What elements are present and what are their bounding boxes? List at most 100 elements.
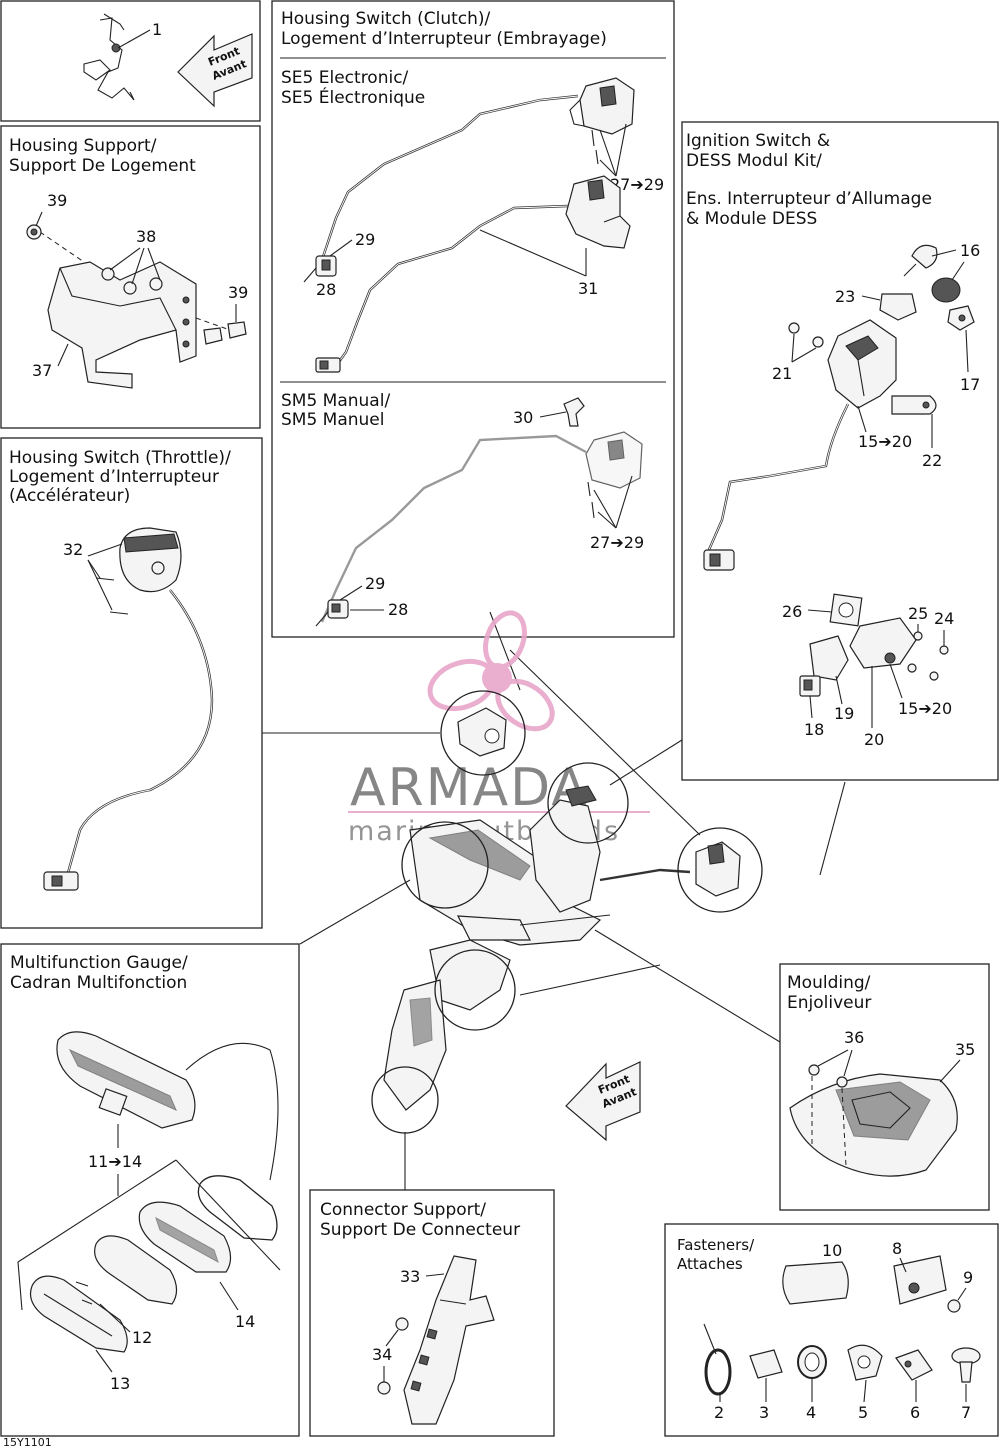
fasteners-title-2: Attaches — [677, 1255, 743, 1273]
ignition-title-1: Ignition Switch & — [686, 131, 830, 151]
frame-ignition — [681, 121, 999, 781]
throttle-title-1: Housing Switch (Throttle)/ — [9, 448, 231, 468]
leader-16a — [931, 249, 957, 257]
callout-25: 25 — [908, 604, 928, 623]
leader-gauge — [299, 879, 411, 945]
leader-8 — [899, 1257, 907, 1273]
leader-17 — [965, 329, 969, 373]
leader-36b — [843, 1049, 853, 1077]
callout-2: 2 — [714, 1403, 724, 1422]
part-22-tag — [891, 395, 937, 415]
leader-38a — [109, 247, 141, 271]
sm5-screws — [587, 481, 595, 519]
front-arrow-top: Front Avant — [177, 33, 253, 108]
leader-19 — [835, 675, 843, 705]
part-30-bracket — [563, 397, 585, 427]
dash-39-right — [195, 317, 231, 331]
leader-36a — [817, 1049, 849, 1067]
se5-title-1: SE5 Electronic/ — [281, 68, 409, 88]
leader-34a — [385, 1329, 399, 1347]
leader-37 — [57, 343, 69, 367]
part-33-connector-support — [403, 1255, 495, 1425]
callout-28-se5: 28 — [316, 280, 336, 299]
callout-circle-throttle — [440, 690, 526, 776]
frame-moulding — [779, 963, 990, 1211]
callout-21: 21 — [772, 364, 792, 383]
leader-ignition-right — [819, 781, 846, 876]
front-arrow-center: Front Avant — [565, 1061, 641, 1142]
dash-39-top — [39, 231, 85, 263]
callout-27-29-sm5: 27➔29 — [590, 533, 644, 552]
figure-code: 15Y1101 — [3, 1436, 52, 1449]
callout-29-sm5: 29 — [365, 574, 385, 593]
frame-gauge — [0, 943, 300, 1437]
throttle-cable — [64, 589, 214, 881]
leader-12 — [99, 1303, 131, 1333]
fasteners-title-1: Fasteners/ — [677, 1236, 755, 1254]
callout-7: 7 — [961, 1403, 971, 1422]
part-24-25-washers — [907, 631, 949, 681]
leader-gauge-loop — [185, 1042, 279, 1181]
leader-26 — [807, 609, 833, 613]
leader-32a — [87, 543, 123, 557]
leader-clutch — [509, 649, 701, 836]
leader-29-se5 — [329, 239, 353, 257]
part-11-14-gauge-assembly — [56, 1031, 196, 1129]
leader-27-29-sm5a — [593, 489, 617, 529]
part-19-18-dess-connectors — [799, 635, 849, 697]
callout-14: 14 — [235, 1312, 255, 1331]
callout-13: 13 — [110, 1374, 130, 1393]
leader-moulding — [594, 929, 781, 1043]
leader-21b — [791, 347, 817, 363]
leader-18 — [809, 695, 813, 719]
sm5-title-2: SM5 Manuel — [281, 410, 385, 430]
callout-5: 5 — [858, 1403, 868, 1422]
part-8-clip — [893, 1255, 947, 1305]
clutch-title-2: Logement d’Interrupteur (Embrayage) — [281, 29, 607, 49]
part-se5-housing-upper — [569, 77, 635, 135]
leader-15-20-bottom — [889, 663, 903, 699]
moulding-title-2: Enjoliveur — [787, 993, 871, 1013]
ignition-title-4: & Module DESS — [686, 209, 817, 229]
ignition-cable — [706, 403, 850, 553]
callout-circle-bracket — [434, 949, 516, 1031]
part-36-screws — [808, 1064, 848, 1088]
part-17-lanyard-clip — [947, 305, 975, 331]
leader-29-sm5 — [339, 585, 363, 601]
leader-27-29b — [599, 159, 617, 177]
callout-6: 6 — [910, 1403, 920, 1422]
callout-34: 34 — [372, 1345, 392, 1364]
watermark-brand: ARMADA — [350, 758, 589, 818]
frame-clutch — [271, 0, 675, 638]
center-clutch-housing — [695, 841, 741, 897]
part-1-clip — [83, 13, 135, 101]
callout-35: 35 — [955, 1040, 975, 1059]
callout-38: 38 — [136, 227, 156, 246]
leader-15-20-top — [857, 405, 867, 433]
callout-12: 12 — [132, 1328, 152, 1347]
frame-connector-support — [309, 1189, 555, 1437]
part-9-screw — [947, 1299, 961, 1313]
leader-39-top — [35, 211, 43, 227]
part-sm5-housing — [585, 431, 643, 489]
part-28-29-se5-connector — [303, 255, 337, 283]
throttle-connector — [43, 871, 79, 891]
leader-13 — [95, 1349, 113, 1373]
callout-39-right: 39 — [228, 283, 248, 302]
callout-9: 9 — [963, 1268, 973, 1287]
callout-11-14: 11➔14 — [88, 1152, 142, 1171]
leader-38c — [147, 247, 161, 281]
leader-32c — [87, 559, 113, 611]
gauge-title-2: Cadran Multifonction — [10, 973, 187, 993]
part-31-se5-housing — [565, 175, 631, 249]
callout-3: 3 — [759, 1403, 769, 1422]
callout-27-29-se5: 27➔29 — [610, 175, 664, 194]
part-16-key — [903, 244, 938, 277]
callout-4: 4 — [806, 1403, 816, 1422]
moulding-title-1: Moulding/ — [787, 973, 871, 993]
leader-23 — [861, 295, 881, 301]
throttle-title-3: (Accélérateur) — [9, 486, 130, 506]
part-28-29-sm5-connector — [315, 599, 349, 627]
center-assembly — [383, 785, 691, 1111]
